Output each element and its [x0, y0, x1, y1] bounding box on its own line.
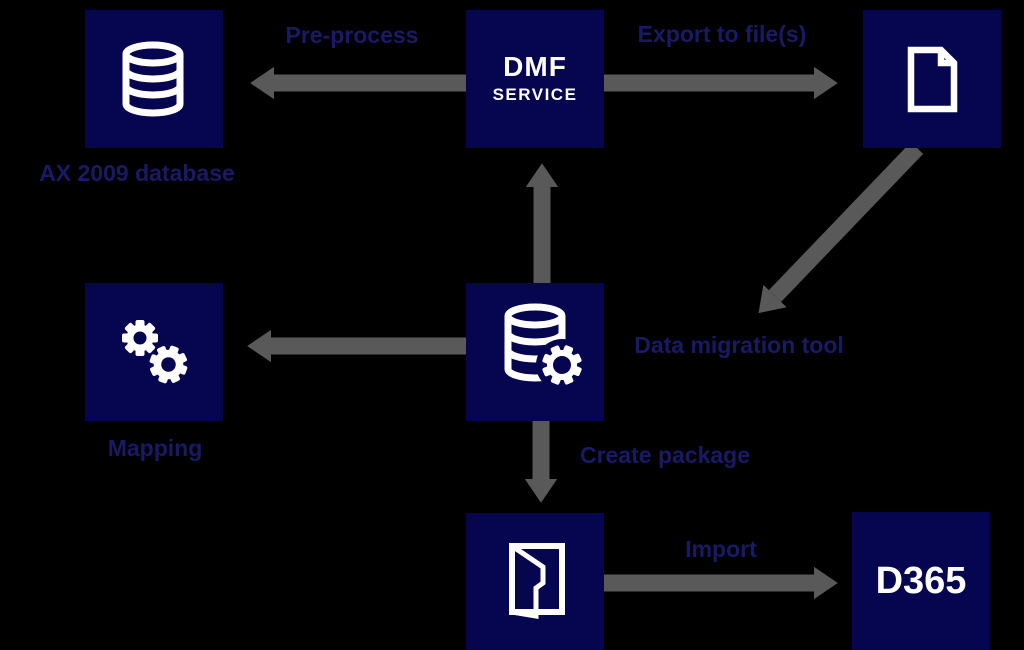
label-data-migration-tool: Data migration tool	[634, 332, 844, 358]
node-mapping	[85, 283, 223, 421]
node-data-migration-tool	[466, 283, 604, 421]
node-export-file	[863, 10, 1001, 148]
node-package	[466, 513, 604, 650]
label-export-to-files: Export to file(s)	[637, 21, 807, 47]
database-gear-icon	[504, 303, 588, 391]
database-icon	[122, 41, 184, 117]
d365-title: D365	[875, 559, 967, 602]
label-mapping: Mapping	[107, 435, 203, 461]
node-dmf-service: DMF SERVICE	[466, 10, 604, 148]
arrow-file-to-dmt	[758, 142, 924, 314]
dmf-service-subtitle: SERVICE	[492, 85, 578, 105]
package-icon	[509, 543, 565, 619]
label-pre-process: Pre-process	[285, 22, 419, 48]
node-ax-2009-database	[85, 10, 223, 148]
label-ax-2009-database: AX 2009 database	[39, 160, 235, 186]
gears-icon	[122, 320, 188, 384]
dmf-service-title: DMF	[503, 51, 567, 83]
label-create-package: Create package	[579, 442, 751, 468]
file-icon	[907, 46, 958, 113]
node-d365: D365	[852, 512, 990, 650]
label-import: Import	[685, 536, 757, 562]
